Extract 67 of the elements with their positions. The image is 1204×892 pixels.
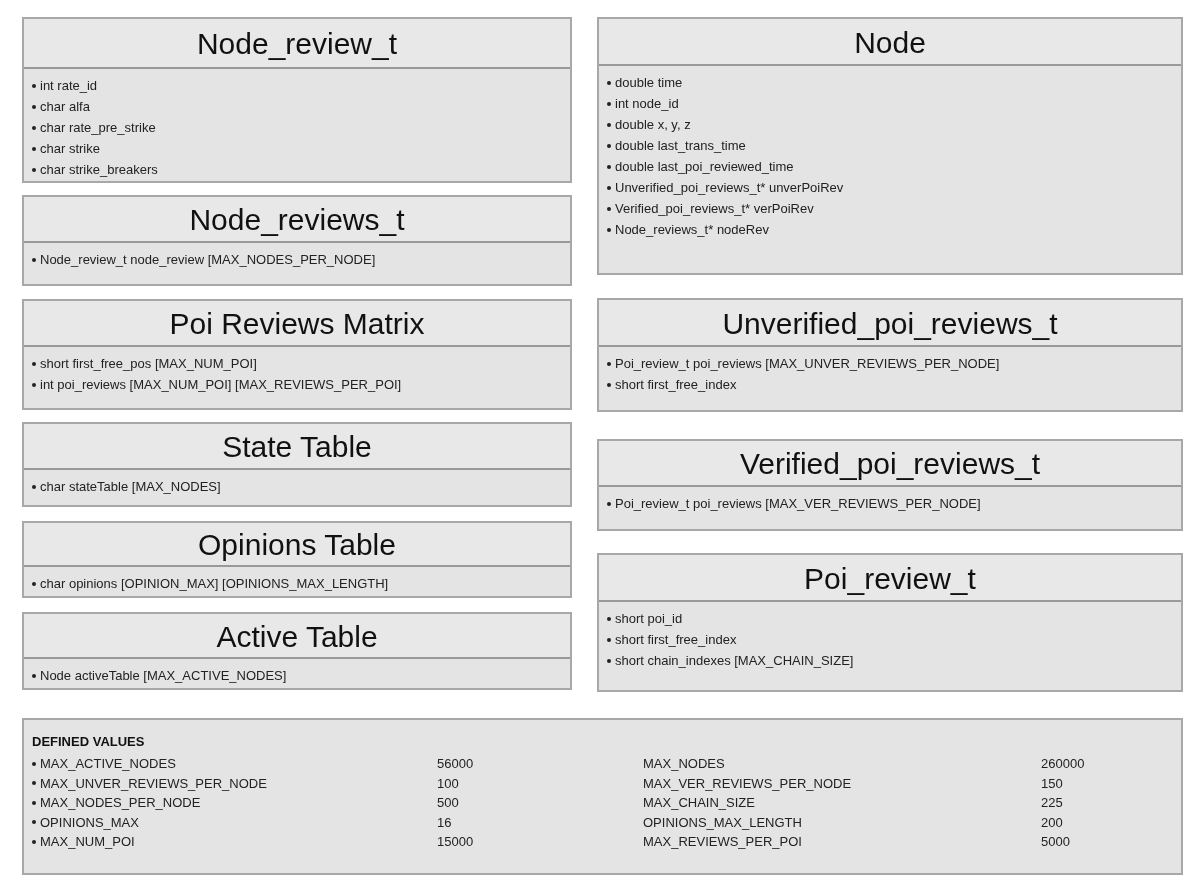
field-text: int node_id [615, 95, 679, 113]
values-panel [22, 718, 1183, 875]
class-box [22, 521, 572, 598]
field-text: double last_poi_reviewed_time [615, 158, 794, 176]
field-text: char strike [40, 140, 100, 158]
field-text: Verified_poi_reviews_t* verPoiRev [615, 200, 814, 218]
field-text: short first_free_pos [MAX_NUM_POI] [40, 355, 257, 373]
constant-name: MAX_NODES_PER_NODE [40, 794, 201, 812]
field-text: short first_free_index [615, 631, 737, 649]
field-text: short first_free_index [615, 376, 737, 394]
constant-name: MAX_CHAIN_SIZE [643, 794, 755, 812]
constant-value: 225 [1041, 794, 1063, 812]
field-text: Node activeTable [MAX_ACTIVE_NODES] [40, 667, 287, 685]
constant-value: 260000 [1041, 755, 1085, 773]
constant-value: 100 [437, 774, 459, 793]
field-text: Node_review_t node_review [MAX_NODES_PER_NODE] [40, 251, 376, 269]
constant-value: 150 [1041, 774, 1063, 793]
class-box [22, 612, 572, 690]
box-title: Opinions Table [24, 523, 570, 567]
field-text: char stateTable [MAX_NODES] [40, 478, 221, 496]
field-text: Node_reviews_t* nodeRev [615, 221, 769, 239]
constant-name: MAX_UNVER_REVIEWS_PER_NODE [40, 774, 267, 793]
field-text: char strike_breakers [40, 161, 158, 179]
box-title: State Table [24, 424, 570, 470]
field-text: short poi_id [615, 610, 683, 628]
field-text: Poi_review_t poi_reviews [MAX_VER_REVIEWS_PER_NODE] [615, 495, 981, 513]
constant-name: MAX_REVIEWS_PER_POI [643, 833, 802, 851]
box-title: Node [599, 19, 1181, 66]
constant-value: 200 [1041, 813, 1063, 832]
constant-name: OPINIONS_MAX_LENGTH [643, 813, 802, 832]
constant-value: 56000 [437, 755, 474, 773]
class-box [597, 298, 1183, 412]
constant-name: MAX_NUM_POI [40, 833, 135, 851]
box-title: Poi_review_t [599, 555, 1181, 602]
constant-name: OPINIONS_MAX [40, 813, 139, 832]
class-box [22, 299, 572, 410]
field-text: char rate_pre_strike [40, 119, 156, 137]
field-text: double last_trans_time [615, 137, 746, 155]
class-box [597, 439, 1183, 531]
constant-value: 5000 [1041, 833, 1070, 851]
class-box [22, 422, 572, 507]
class-box [22, 195, 572, 286]
constant-name: MAX_ACTIVE_NODES [40, 755, 176, 773]
class-box [597, 17, 1183, 275]
constant-value: 500 [437, 794, 459, 812]
field-text: short chain_indexes [MAX_CHAIN_SIZE] [615, 652, 854, 670]
constant-name: MAX_VER_REVIEWS_PER_NODE [643, 774, 852, 793]
constant-value: 16 [437, 813, 452, 832]
box-title: Active Table [24, 614, 570, 659]
box-title: Node_review_t [24, 19, 570, 69]
class-box [22, 17, 572, 183]
constant-name: MAX_NODES [643, 755, 725, 773]
field-text: char opinions [OPINION_MAX] [OPINIONS_MAX_LENGTH] [40, 575, 389, 593]
box-title: Verified_poi_reviews_t [599, 441, 1181, 487]
field-text: double x, y, z [615, 116, 691, 134]
field-text: int poi_reviews [MAX_NUM_POI] [MAX_REVIEWS_PER_POI] [40, 376, 402, 394]
field-text: Poi_review_t poi_reviews [MAX_UNVER_REVIEWS_PER_NODE] [615, 355, 1000, 373]
constant-value: 15000 [437, 833, 474, 851]
field-text: int rate_id [40, 77, 98, 95]
field-text: double time [615, 74, 683, 92]
field-text: char alfa [40, 98, 90, 116]
box-title: Node_reviews_t [24, 197, 570, 243]
field-text: Unverified_poi_reviews_t* unverPoiRev [615, 179, 844, 197]
box-title: Poi Reviews Matrix [24, 301, 570, 347]
class-box [597, 553, 1183, 692]
panel-heading: DEFINED VALUES [32, 734, 145, 749]
box-title: Unverified_poi_reviews_t [599, 300, 1181, 347]
